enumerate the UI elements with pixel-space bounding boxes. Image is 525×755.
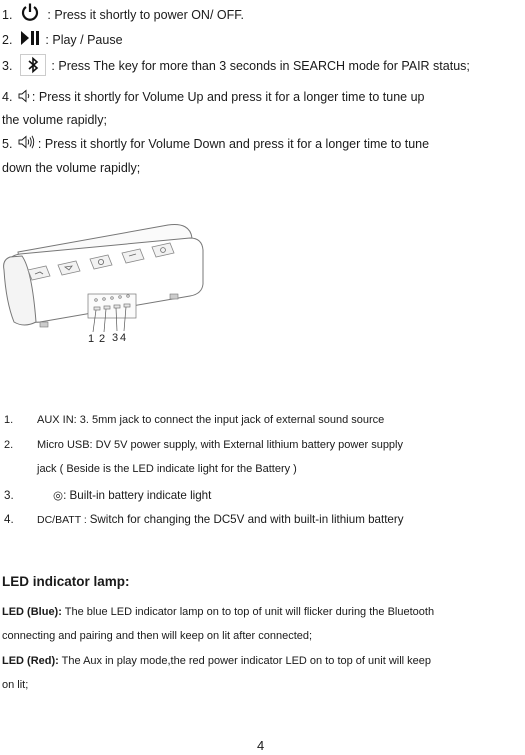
- item-number: 1.: [2, 8, 13, 22]
- port-item-dc-batt: 4. DC/BATT : Switch for changing the DC5V…: [4, 513, 404, 526]
- volume-down-icon: [18, 135, 35, 149]
- item-text: AUX IN: 3. 5mm jack to connect the input…: [37, 414, 385, 426]
- item-number: 3.: [2, 59, 13, 74]
- led-red-line-cont: on lit;: [2, 679, 28, 691]
- item-text: ◎: Built-in battery indicate light: [53, 489, 212, 502]
- led-blue-line-cont: connecting and pairing and then will kee…: [2, 630, 312, 642]
- item-number: 2.: [4, 439, 14, 451]
- item-text-cont: down the volume rapidly;: [2, 161, 141, 175]
- led-blue-text-cont: connecting and pairing and then will kee…: [2, 630, 313, 642]
- list-item-play-pause: 2. : Play / Pause: [2, 30, 123, 47]
- led-heading: LED indicator lamp:: [2, 574, 130, 589]
- list-item-bluetooth: 3. : Press The key for more than 3 secon…: [2, 54, 470, 76]
- bluetooth-icon: [19, 54, 46, 76]
- port-item-battery-light: 3. ◎: Built-in battery indicate light: [4, 488, 211, 502]
- item-number: 4.: [4, 513, 14, 526]
- volume-up-icon: [18, 89, 30, 103]
- callout-4: 4: [120, 332, 126, 344]
- led-red-text-cont: on lit;: [2, 679, 29, 691]
- item-text: Micro USB: DV 5V power supply, with Exte…: [37, 439, 403, 451]
- item-text: : Press The key for more than 3 seconds …: [51, 59, 470, 74]
- item-prefix: DC/BATT :: [37, 514, 90, 526]
- item-text: : Press it shortly to power ON/ OFF.: [47, 8, 244, 22]
- item-number: 4.: [2, 90, 13, 104]
- led-blue-label: LED (Blue):: [2, 606, 62, 618]
- led-red-line: LED (Red): The Aux in play mode,the red …: [2, 655, 431, 667]
- item-text: : Play / Pause: [45, 33, 123, 47]
- led-red-text: The Aux in play mode,the red power indic…: [58, 655, 432, 667]
- item-text-cont: jack ( Beside is the LED indicate light …: [37, 463, 297, 475]
- port-item-aux: 1. AUX IN: 3. 5mm jack to connect the inp…: [4, 414, 384, 426]
- port-item-usb: 2. Micro USB: DV 5V power supply, with Ex…: [4, 439, 403, 451]
- power-icon: [21, 3, 39, 21]
- list-item-volume-down-cont: down the volume rapidly;: [2, 161, 140, 175]
- list-item-power: 1. : Press it shortly to power ON/ OFF.: [2, 3, 244, 22]
- led-blue-text: The blue LED indicator lamp on to top of…: [61, 606, 435, 618]
- item-text-cont: the volume rapidly;: [2, 113, 107, 127]
- page-number: 4: [257, 738, 265, 753]
- item-number: 2.: [2, 33, 13, 47]
- list-item-volume-down: 5. : Press it shortly for Volume Down an…: [2, 135, 430, 151]
- callout-1: 1: [88, 333, 94, 345]
- top-buttons: [27, 242, 175, 281]
- list-item-volume-up-cont: the volume rapidly;: [2, 113, 107, 127]
- item-number: 5.: [2, 137, 13, 151]
- led-red-label: LED (Red):: [2, 655, 59, 667]
- port-item-usb-cont: jack ( Beside is the LED indicate light …: [37, 463, 297, 475]
- ports-panel: [87, 293, 137, 319]
- list-item-volume-up: 4. : Press it shortly for Volume Up and …: [2, 89, 425, 104]
- item-number: 1.: [4, 414, 14, 426]
- callout-2: 2: [99, 333, 105, 345]
- led-blue-line: LED (Blue): The blue LED indicator lamp …: [2, 606, 434, 618]
- item-text: Switch for changing the DC5V and with bu…: [89, 513, 404, 526]
- callout-3: 3: [112, 332, 118, 344]
- item-text: : Press it shortly for Volume Up and pre…: [31, 90, 425, 104]
- play-pause-icon: [20, 30, 39, 45]
- speaker-illustration: 1 2 3 4: [3, 224, 204, 345]
- item-number: 3.: [4, 489, 14, 502]
- item-text: : Press it shortly for Volume Down and p…: [37, 137, 430, 151]
- speaker-end-cap: [3, 255, 37, 326]
